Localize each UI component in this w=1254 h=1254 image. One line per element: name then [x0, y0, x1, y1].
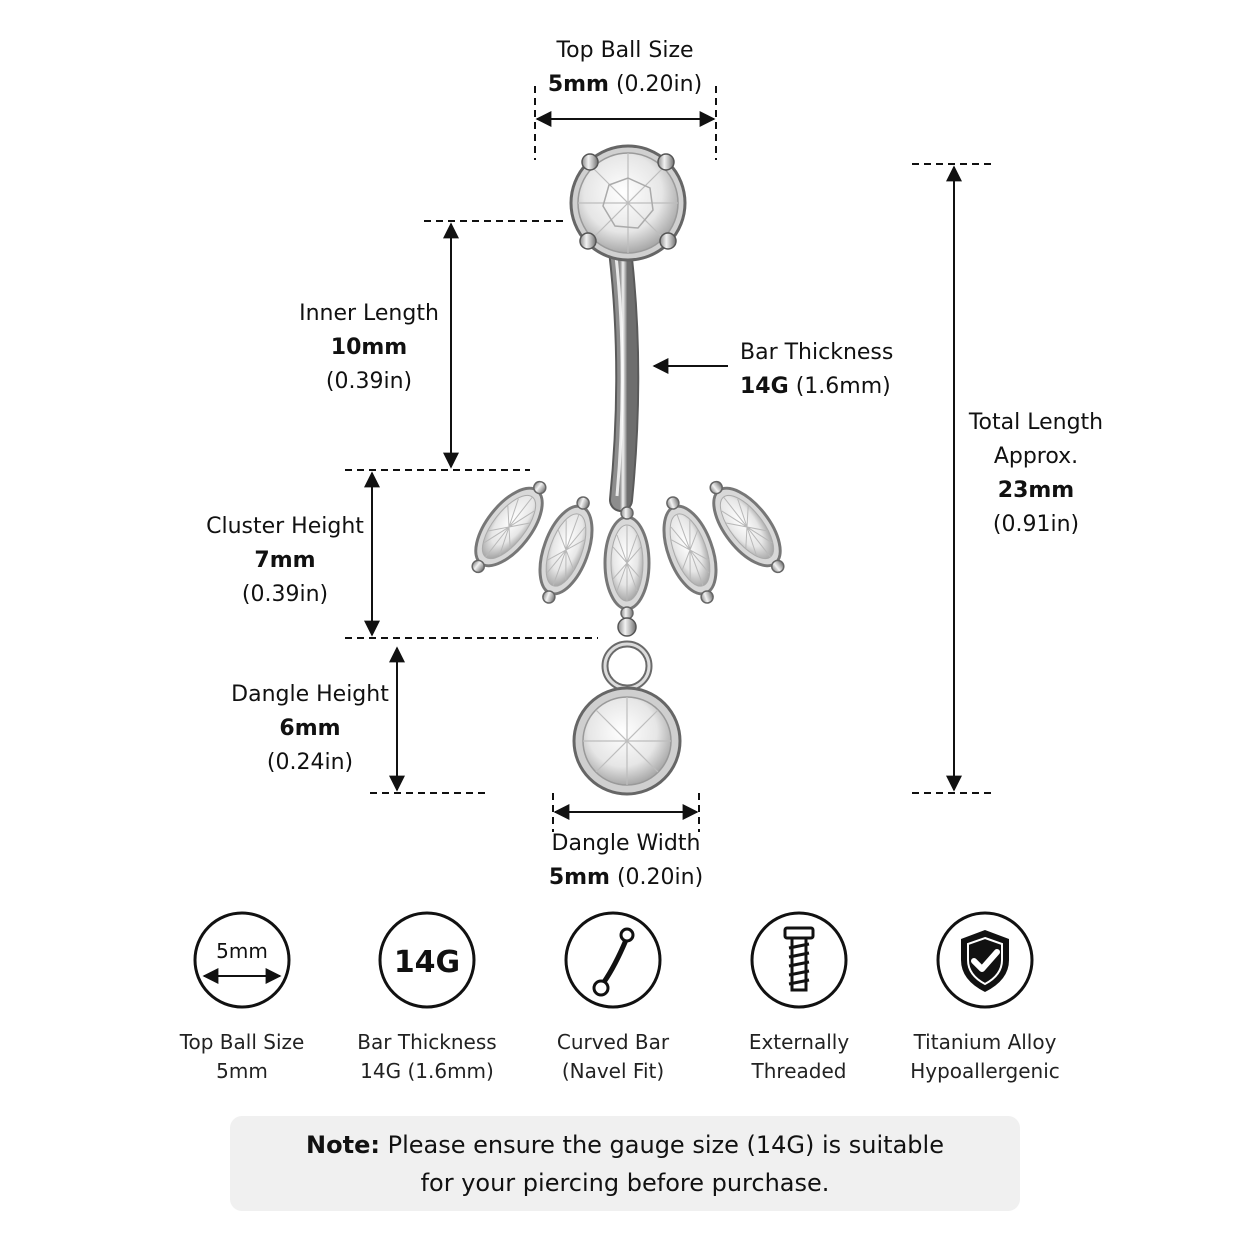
top-ball-label: Top Ball Size 5mm (0.20in) — [547, 38, 703, 97]
feature-top-ball-size: 5mm Top Ball Size 5mm — [142, 910, 342, 1086]
dimension-arrows — [364, 111, 962, 820]
feature-caption-1: Curved Bar — [556, 1030, 670, 1054]
dangle-charm — [572, 617, 682, 796]
dashed-guides — [345, 86, 992, 832]
bar-thickness-label: Bar Thickness 14G (1.6mm) — [740, 340, 894, 399]
screw-icon — [750, 911, 848, 1009]
feature-caption-2: 14G (1.6mm) — [360, 1059, 494, 1083]
feature-curved-bar: Curved Bar (Navel Fit) — [513, 910, 713, 1086]
dangle-height-label: Dangle Height 6mm (0.24in) — [231, 682, 389, 775]
belly-ring-illustration — [455, 144, 801, 796]
shield-check-icon — [936, 911, 1034, 1009]
inner-length-label: Inner Length 10mm (0.39in) — [299, 301, 439, 394]
feature-caption-1: Top Ball Size — [179, 1030, 305, 1054]
note-line-2: for your piercing before purchase. — [420, 1169, 830, 1197]
curved-bar-icon — [564, 911, 662, 1009]
feature-caption-1: Titanium Alloy — [913, 1030, 1057, 1054]
total-length-label: Total Length Approx. 23mm (0.91in) — [968, 410, 1104, 537]
feature-caption-1: Bar Thickness — [357, 1030, 497, 1054]
ball-size-icon-text: 5mm — [216, 939, 268, 963]
feature-caption-2: 5mm — [216, 1059, 268, 1083]
gauge-icon: 14G — [378, 911, 476, 1009]
feature-caption-1: Externally — [748, 1030, 850, 1054]
gauge-icon-text: 14G — [394, 945, 460, 980]
cluster-height-label: Cluster Height 7mm (0.39in) — [206, 514, 364, 607]
note-box: Note: Please ensure the gauge size (14G)… — [230, 1116, 1020, 1211]
feature-caption-2: Hypoallergenic — [910, 1059, 1060, 1083]
note-label: Note: — [306, 1131, 380, 1159]
feature-externally-threaded: Externally Threaded — [699, 910, 899, 1086]
feature-caption-2: Threaded — [751, 1059, 847, 1083]
feature-caption-2: (Navel Fit) — [561, 1059, 665, 1083]
product-diagram — [345, 86, 992, 832]
top-ball-gem — [569, 144, 687, 262]
feature-bar-thickness: 14G Bar Thickness 14G (1.6mm) — [327, 910, 527, 1086]
ball-size-icon: 5mm — [193, 911, 291, 1009]
dangle-width-label: Dangle Width 5mm (0.20in) — [548, 831, 704, 890]
feature-titanium-alloy: Titanium Alloy Hypoallergenic — [885, 910, 1085, 1086]
note-line-1: Please ensure the gauge size (14G) is su… — [387, 1131, 944, 1159]
